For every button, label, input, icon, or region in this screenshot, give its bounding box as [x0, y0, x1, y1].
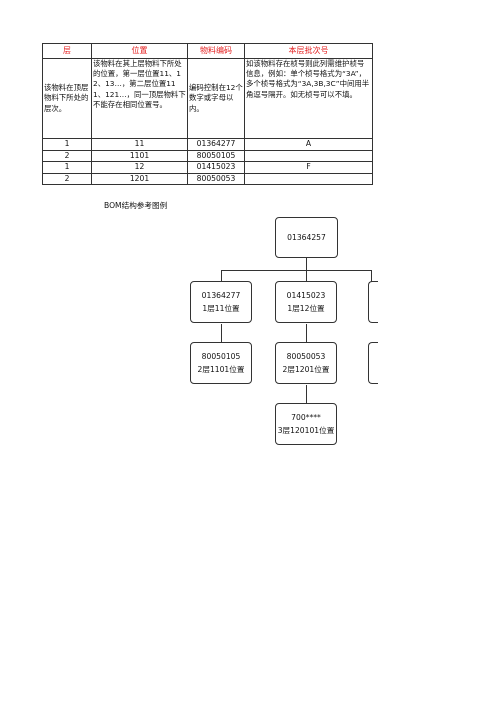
cell-position: 12 — [91, 161, 188, 174]
connector-n2-n4 — [306, 324, 307, 343]
table-row: 1 12 01415023 F — [42, 161, 373, 174]
cell-position: 1201 — [91, 172, 188, 185]
node-desc: 3层120101位置 — [277, 426, 335, 435]
desc-material-code: 编码控制在12个数字或字母以内。 — [187, 58, 245, 139]
bom-node: 700**** 3层120101位置 — [275, 403, 337, 445]
cell-layer: 1 — [42, 161, 92, 174]
bom-node: 01415023 1层12位置 — [275, 281, 337, 323]
desc-position: 该物料在其上层物料下所处的位置，第一层位置11、12、13…，第二层位置111、… — [91, 58, 188, 139]
header-batch-number: 本层批次号 — [244, 43, 373, 59]
desc-layer: 该物料在顶层物料下所处的层次。 — [42, 58, 92, 139]
cell-batch: F — [244, 161, 373, 174]
cell-batch: A — [244, 138, 373, 151]
cell-code: 80050105 — [187, 149, 245, 162]
cell-layer: 2 — [42, 172, 92, 185]
cell-batch — [244, 172, 373, 185]
connector-level1-bar — [221, 270, 372, 271]
table-row: 2 1101 80050105 — [42, 149, 373, 162]
connector-root-down — [306, 257, 307, 270]
cell-position: 11 — [91, 138, 188, 151]
node-code: 01415023 — [286, 291, 326, 300]
node-desc: 2层1201位置 — [282, 365, 330, 374]
table-row: 1 11 01364277 A — [42, 138, 373, 151]
node-desc: 1层11位置 — [202, 304, 240, 313]
node-desc: 1层12位置 — [287, 304, 325, 313]
header-material-code: 物料编码 — [187, 43, 245, 59]
node-code: 80050105 — [201, 352, 241, 361]
header-layer: 层 — [42, 43, 92, 59]
cell-layer: 1 — [42, 138, 92, 151]
cell-code: 01364277 — [187, 138, 245, 151]
table-description-row: 该物料在顶层物料下所处的层次。 该物料在其上层物料下所处的位置，第一层位置11、… — [42, 58, 373, 139]
connector-n4-n5 — [306, 385, 307, 404]
bom-node: 80050053 2层1201位置 — [275, 342, 337, 384]
node-code: 80050053 — [286, 352, 326, 361]
connector-to-n3-right — [371, 270, 372, 282]
node-code: 01364257 — [287, 233, 326, 242]
header-position: 位置 — [91, 43, 188, 59]
bom-node-clipped — [368, 281, 378, 323]
cell-batch — [244, 149, 373, 162]
cell-layer: 2 — [42, 149, 92, 162]
bom-node-clipped — [368, 342, 378, 384]
node-desc: 2层1101位置 — [197, 365, 245, 374]
connector-n1-n3 — [221, 324, 222, 343]
cell-position: 1101 — [91, 149, 188, 162]
cell-code: 80050053 — [187, 172, 245, 185]
bom-node-root: 01364257 — [275, 217, 338, 258]
table-row: 2 1201 80050053 — [42, 172, 373, 185]
node-code: 700**** — [291, 413, 321, 422]
bom-caption: BOM结构参考图例 — [104, 201, 168, 210]
bom-spec-table: 层 位置 物料编码 本层批次号 该物料在顶层物料下所处的层次。 该物料在其上层物… — [42, 43, 373, 185]
cell-code: 01415023 — [187, 161, 245, 174]
connector-to-n1 — [221, 270, 222, 282]
connector-to-n2 — [306, 270, 307, 282]
desc-batch-number: 如该物料存在桢号则此列需维护桢号信息，例如：单个桢号格式为“3A”，多个桢号格式… — [244, 58, 373, 139]
bom-node: 01364277 1层11位置 — [190, 281, 252, 323]
node-code: 01364277 — [201, 291, 241, 300]
bom-node: 80050105 2层1101位置 — [190, 342, 252, 384]
table-header-row: 层 位置 物料编码 本层批次号 — [42, 43, 373, 59]
